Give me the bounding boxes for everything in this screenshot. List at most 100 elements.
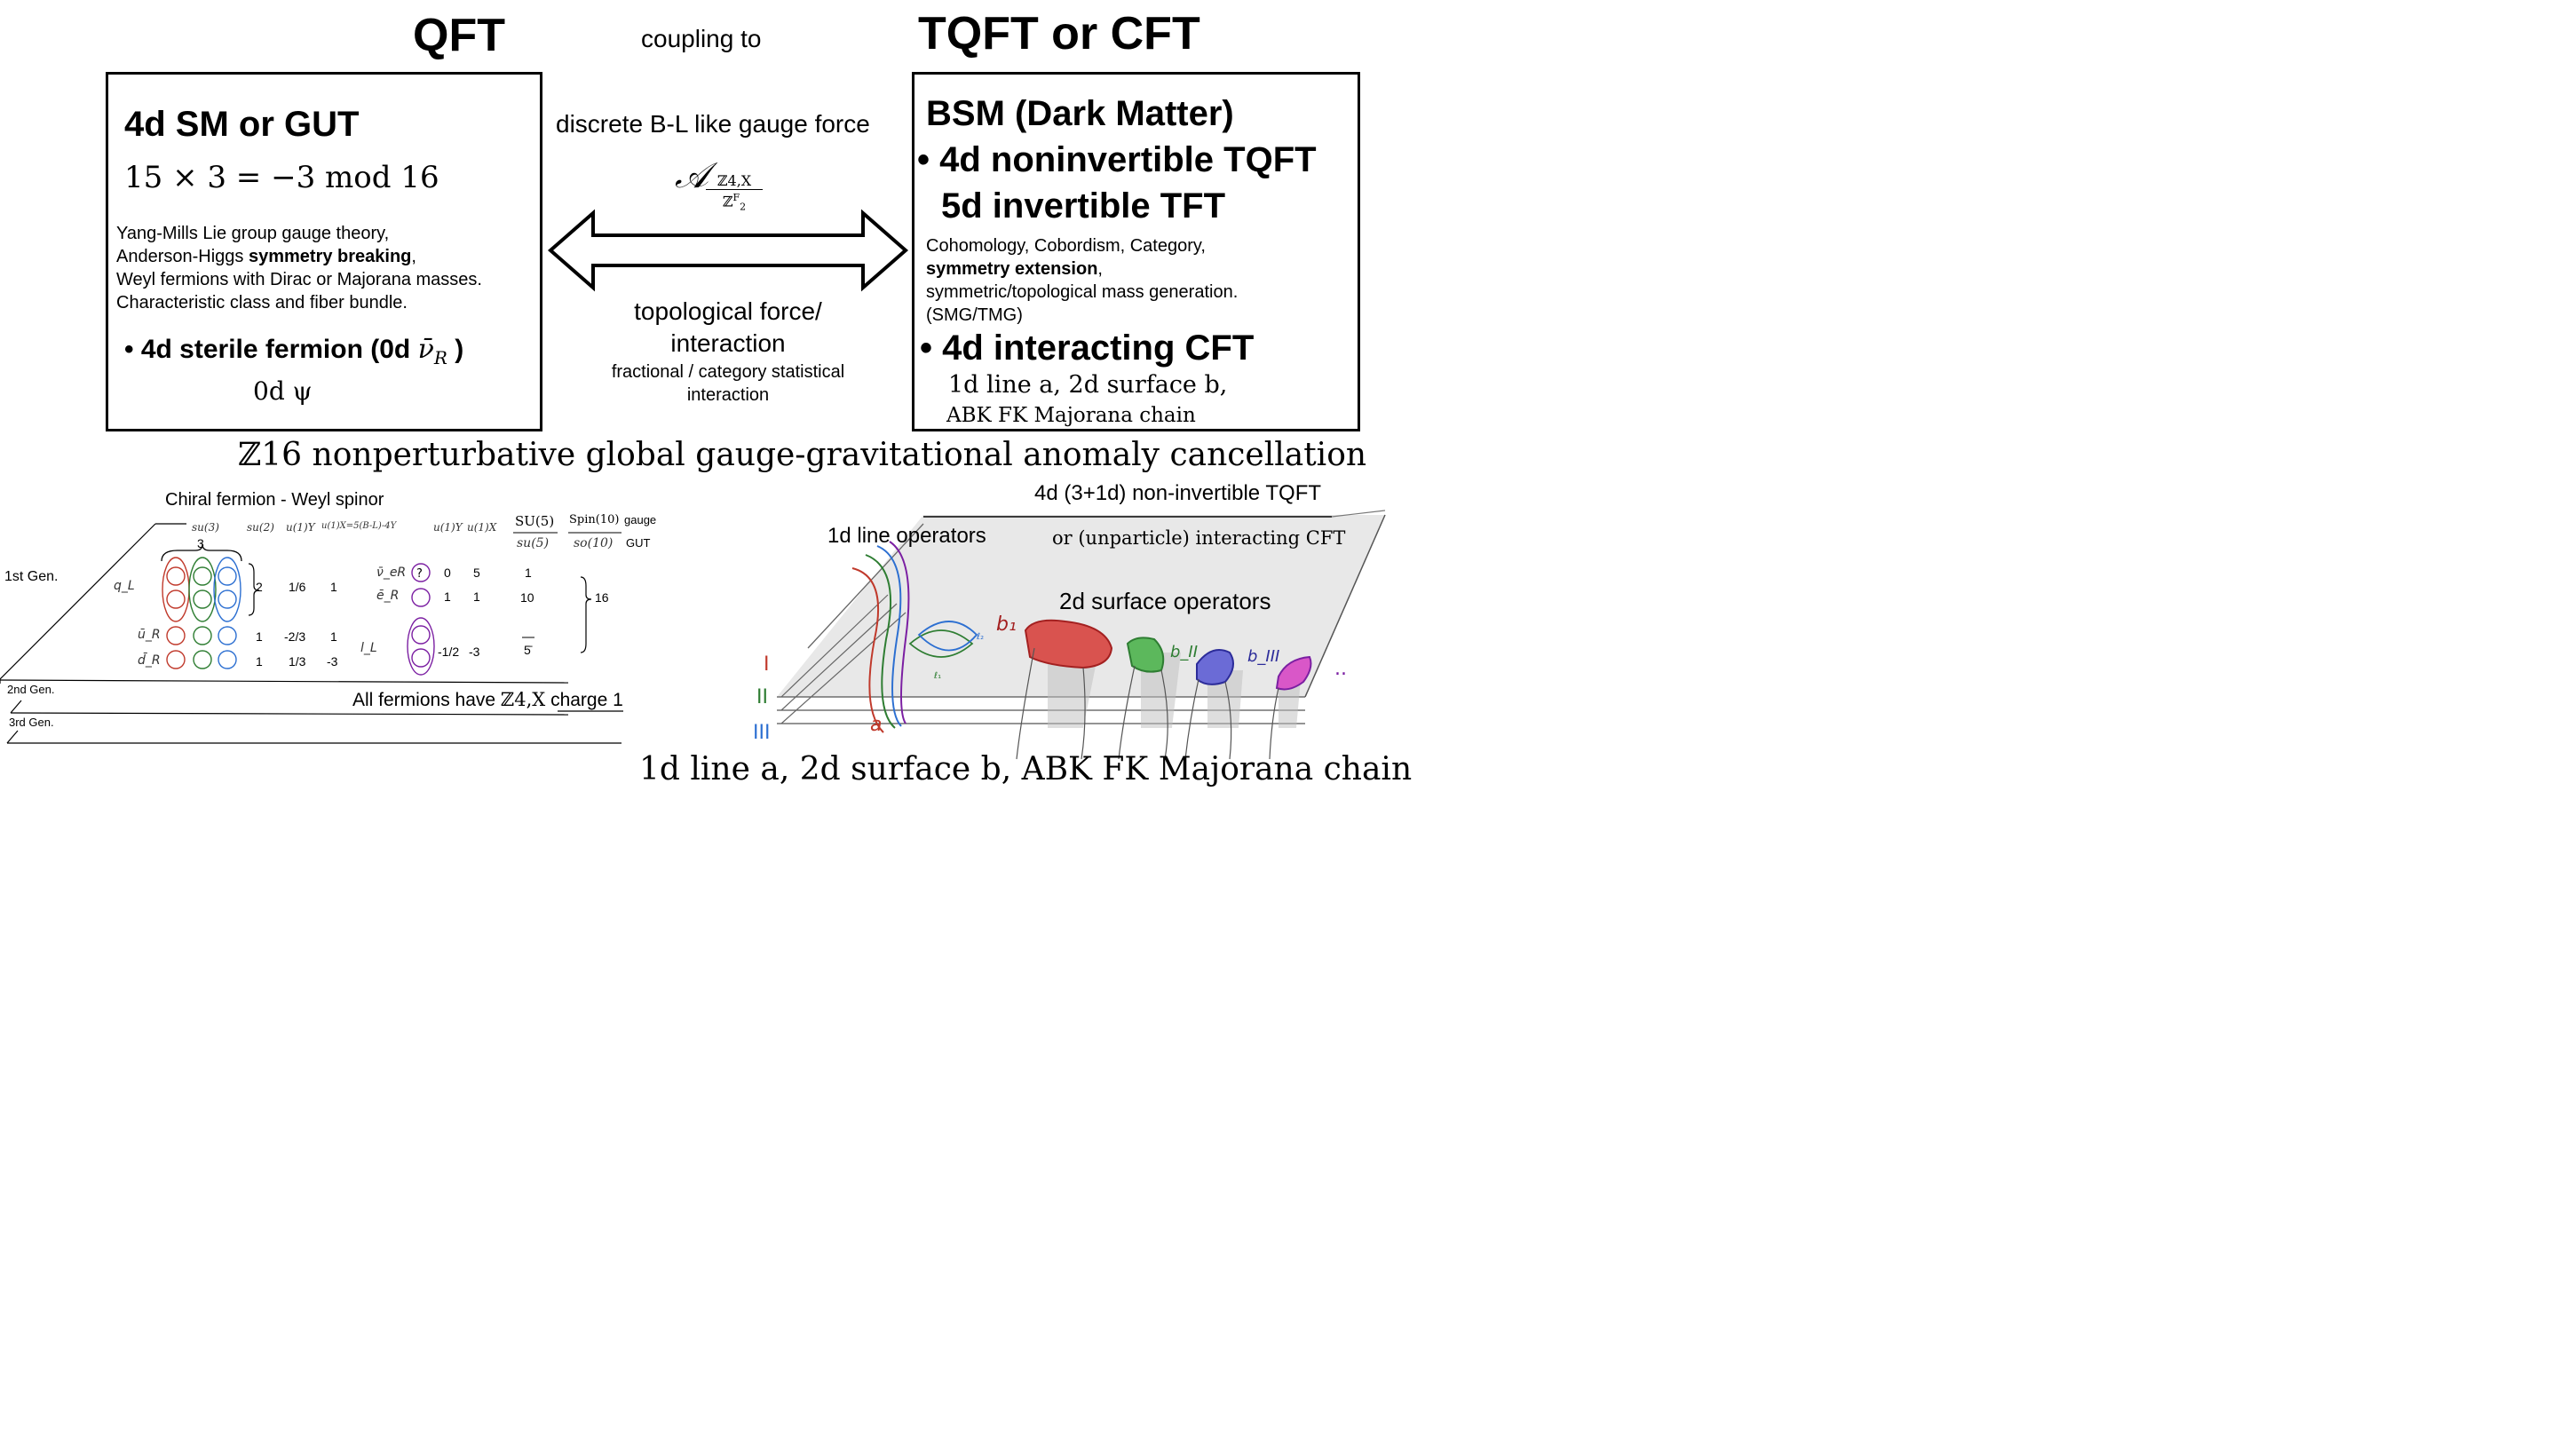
gen-3-label: 3rd Gen.: [9, 716, 54, 729]
row-nuR-su5: 1: [525, 566, 532, 580]
coupling-title: coupling to: [641, 25, 762, 52]
ell2-label: ℓ₂: [977, 632, 984, 642]
hdr-su2: su(2): [247, 521, 274, 534]
hdr-u1x-right: u(1)X: [467, 521, 497, 534]
frac-line-1: fractional / category statistical: [611, 362, 845, 382]
b1-label: b₁: [996, 613, 1017, 636]
sterile-fermion-bullet: • 4d sterile fermion (0d ν̄R ): [124, 334, 463, 368]
row-qL-u1x: 1: [330, 580, 337, 594]
mod16-equation: 15 × 3 = −3 mod 16: [124, 160, 439, 195]
row-eR-u1y: 1: [444, 590, 451, 604]
hdr-u1y: u(1)Y: [286, 521, 315, 534]
gen-1-label: 1st Gen.: [4, 569, 59, 584]
row-dR-su2: 1: [256, 654, 263, 669]
bsm-line-3: symmetric/topological mass generation.: [926, 282, 1239, 302]
psi-line: 0d ψ: [253, 376, 313, 406]
double-arrow: [547, 209, 909, 292]
row-lL-u1y: -1/2: [438, 645, 460, 659]
charge-note-math: ℤ4,X: [500, 689, 546, 710]
row-dR-name: d̄_R: [138, 653, 161, 668]
row-lL-u1x: -3: [469, 645, 480, 659]
ell1-label: ℓ₁: [934, 671, 941, 681]
dots: ..: [1334, 658, 1347, 680]
row-qL-u1y: 1/6: [289, 580, 306, 594]
singlet-quark-circles: [166, 626, 237, 669]
row-eR-su5: 10: [520, 590, 534, 605]
frac-line-2: interaction: [686, 385, 770, 405]
bsm-line-1: Cohomology, Cobordism, Category,: [926, 236, 1206, 256]
fermion-table-sketch: ?: [0, 523, 623, 744]
hdr-su3: su(3): [192, 521, 219, 534]
hdr-Spin10: Spin(10): [569, 513, 620, 526]
gauge-den-z: ℤ: [722, 193, 733, 210]
charge-note-post: charge 1: [545, 690, 623, 710]
sm-gut-heading: 4d SM or GUT: [124, 105, 360, 144]
row-nuR-u1x: 5: [473, 566, 480, 580]
line-a-label: a: [870, 714, 882, 736]
gauge-den-sup: F: [732, 192, 740, 203]
fermion-table-title: Chiral fermion - Weyl spinor: [165, 490, 384, 510]
bsm-line-2-bold: symmetry extension: [926, 259, 1098, 279]
svg-text:?: ?: [416, 567, 423, 581]
gauge-den-sub: 2: [740, 201, 747, 213]
row-uR-name: ū_R: [138, 628, 161, 642]
surface-operators-label: 2d surface operators: [1059, 588, 1271, 614]
hdr-u1y-right: u(1)Y: [433, 521, 463, 534]
row-lL-su5: 5̄: [524, 643, 531, 657]
charge-note: All fermions have ℤ4,X charge 1: [352, 689, 623, 711]
row-dR-u1y: 1/3: [289, 654, 306, 669]
row-qL-name: q_L: [114, 579, 135, 593]
sm-line-2-bold: symmetry breaking: [248, 247, 412, 266]
row-dR-u1x: -3: [327, 654, 338, 669]
charge-note-pre: All fermions have: [352, 690, 501, 710]
row-eR-name: ē_R: [376, 589, 400, 603]
sm-line-1: Yang-Mills Lie group gauge theory,: [116, 224, 390, 243]
tqft-cft-title: TQFT or CFT: [918, 8, 1200, 59]
topological-force-label: topological force/ interaction: [621, 296, 835, 360]
row-qL-su2: 2: [256, 580, 263, 594]
nu-bar: ν̄: [417, 334, 434, 365]
gauge-field-symbol: 𝒜: [675, 155, 709, 196]
bsm-line-4: (SMG/TMG): [926, 305, 1023, 325]
color-count: 3: [197, 536, 204, 550]
hdr-so10: so(10): [574, 536, 614, 550]
sheet-label-I: I: [764, 653, 770, 676]
sm-line-2: Anderson-Higgs symmetry breaking,: [116, 245, 482, 268]
row-nuR-u1y: 0: [444, 566, 451, 580]
bsm-description: Cohomology, Cobordism, Category, symmetr…: [926, 234, 1238, 327]
noninvertible-tqft-bullet: • 4d noninvertible TQFT: [917, 140, 1317, 179]
hdr-SU5: SU(5): [515, 513, 555, 529]
discrete-force-label: discrete B-L like gauge force: [556, 110, 870, 138]
topo-line-2: interaction: [670, 329, 786, 357]
cft-line-6: ABK FK Majorana chain: [946, 404, 1196, 427]
bIII-label: b_III: [1247, 647, 1279, 666]
sm-line-3: Weyl fermions with Dirac or Majorana mas…: [116, 270, 482, 289]
bII-label: b_II: [1170, 643, 1198, 661]
sterile-end: ): [447, 335, 464, 364]
hdr-gut: GUT: [626, 536, 651, 550]
cft-line-5: 1d line a, 2d surface b,: [948, 371, 1228, 399]
interacting-cft-bullet: • 4d interacting CFT: [920, 328, 1255, 368]
gen-2-label: 2nd Gen.: [7, 683, 55, 696]
bsm-line-2: symmetry extension,: [926, 257, 1238, 281]
so10-dim: 16: [595, 590, 609, 605]
row-nuR-name: ν̄_eR: [376, 566, 407, 580]
sterile-text: • 4d sterile fermion (0d: [124, 335, 418, 364]
row-uR-u1x: 1: [330, 629, 337, 644]
gauge-denominator: ℤF2: [706, 190, 763, 216]
bsm-box: [912, 72, 1360, 431]
bsm-line-2-post: ,: [1097, 259, 1103, 279]
hdr-u1x-formula: u(1)X=5(B-L)-4Y: [321, 521, 397, 531]
lepton-circles: ?: [407, 563, 435, 676]
fractional-statistics-label: fractional / category statistical intera…: [590, 360, 866, 407]
qft-title: QFT: [413, 10, 505, 61]
sheet-label-II: II: [756, 686, 768, 708]
sm-gut-box: [106, 72, 542, 431]
quark-doublet-circles: [162, 557, 241, 622]
topo-line-1: topological force/: [634, 297, 822, 325]
sm-line-2-post: ,: [411, 247, 416, 266]
sheet-label-III: III: [753, 722, 770, 744]
tqft-panel-title: 4d (3+1d) non-invertible TQFT: [1034, 481, 1322, 505]
row-uR-su2: 1: [256, 629, 263, 644]
invertible-tft: 5d invertible TFT: [941, 186, 1226, 226]
